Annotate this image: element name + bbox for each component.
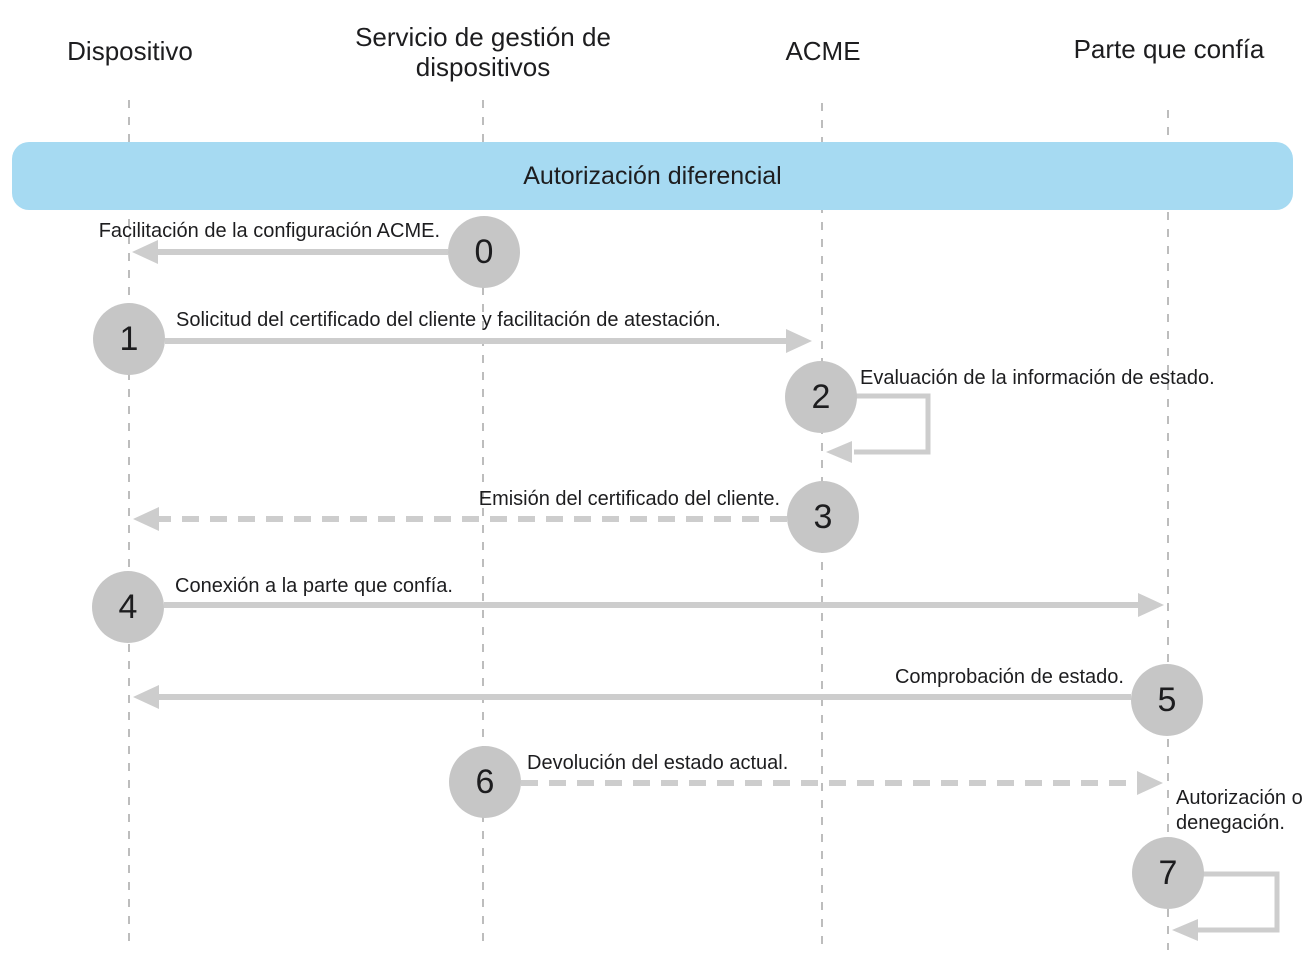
message-label-1: Solicitud del certificado del cliente y …	[176, 309, 721, 331]
actor-label-servicio-gestion: Servicio de gestión de dispositivos	[355, 22, 611, 82]
arrow-3-head	[133, 507, 159, 531]
step-0-badge: 0	[448, 216, 520, 288]
message-label-2: Evaluación de la información de estado.	[860, 367, 1215, 389]
actor-label-acme: ACME	[785, 36, 861, 66]
step-4-badge: 4	[92, 571, 164, 643]
title-banner-label: Autorización diferencial	[523, 161, 782, 190]
title-banner: Autorización diferencial	[12, 142, 1293, 210]
step-2-badge: 2	[785, 361, 857, 433]
step-1-badge: 1	[93, 303, 165, 375]
arrow-2-head	[826, 441, 852, 463]
step-2-number: 2	[811, 377, 831, 416]
arrow-0-head	[132, 240, 158, 264]
actor-label-dispositivo: Dispositivo	[67, 36, 193, 66]
step-6-number: 6	[475, 762, 495, 801]
message-label-6: Devolución del estado actual.	[527, 752, 789, 774]
step-1-number: 1	[119, 319, 139, 358]
message-label-3: Emisión del certificado del cliente.	[478, 488, 780, 510]
step-3-badge: 3	[787, 481, 859, 553]
step-5-number: 5	[1157, 680, 1177, 719]
step-5-badge: 5	[1131, 664, 1203, 736]
step-6-badge: 6	[449, 746, 521, 818]
arrow-1-head	[786, 329, 812, 353]
step-7-number: 7	[1158, 853, 1178, 892]
arrow-2-loop	[854, 393, 931, 455]
message-label-0: Facilitación de la configuración ACME.	[98, 220, 440, 242]
arrow-4-head	[1138, 593, 1164, 617]
message-label-5: Comprobación de estado.	[894, 666, 1124, 688]
step-3-number: 3	[813, 497, 833, 536]
message-label-4: Conexión a la parte que confía.	[175, 575, 453, 597]
arrow-6-head	[1137, 771, 1163, 795]
step-7-badge: 7	[1132, 837, 1204, 909]
arrow-7-loop	[1198, 871, 1280, 933]
arrow-5-head	[133, 685, 159, 709]
step-0-number: 0	[474, 232, 494, 271]
step-4-number: 4	[118, 587, 138, 626]
message-label-7: Autorización o denegación.	[1176, 787, 1303, 834]
arrow-7-head	[1172, 919, 1198, 941]
actor-label-parte-confia: Parte que confía	[1073, 34, 1265, 64]
